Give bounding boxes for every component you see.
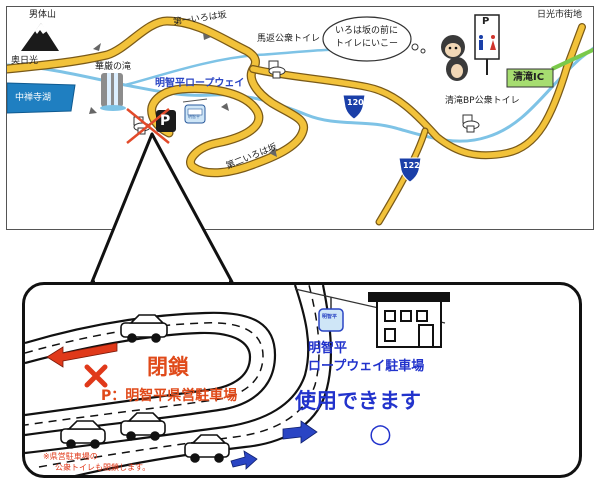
car-icon [120,412,166,441]
toilet-icon [462,114,480,133]
route-shield-icon [398,157,422,183]
ic-connector [551,47,593,71]
note-line2: 公衆トイレも閉鎖します。 [55,463,151,472]
available-circle-mark: ○ [369,419,392,449]
route-shield-icon [342,94,366,120]
arrow-icon [89,33,277,157]
ropeway-gondola-icon [182,98,208,124]
label-nikko-city: 日光市街地 [537,10,583,20]
restroom-sign-p: P [482,16,490,27]
route-120-prefix: 国道 [346,88,354,93]
label-kegon: 華厳の滝 [95,62,132,72]
waterfall-icon [100,73,126,111]
detail-drawing [25,285,450,475]
restroom-sign-icon [474,14,500,75]
lake-chuzenji [7,82,76,114]
ic-box [506,68,554,88]
label-akechidaira-ropeway: 明智平ロープウェイ [155,78,245,89]
car-icon [60,420,106,449]
closed-label: 閉鎖 [147,355,189,379]
label-umagaeshi-toilet: 馬返公衆トイレ [257,34,321,44]
mountain-icon [21,23,59,51]
closed-cross-icon [126,108,170,144]
arrow-icon [46,342,118,368]
speech-bubble [322,16,426,62]
label-nantaisan: 男体山 [29,10,57,20]
speech-line-1: いろは坂の前に [335,26,399,36]
overview-map: 男体山 奥日光 中禅寺湖 華厳の滝 第一いろは坂 第二いろは坂 馬返公衆トイレ … [6,6,594,230]
ropeway-station-icon [368,292,450,348]
parking-p-letter: P [160,113,171,129]
ropeway-parking-line1: 明智平 [308,341,348,356]
route-122-prefix: 国道 [402,151,410,156]
toilet-icon [268,60,286,79]
parking-detail: 明智平 閉鎖 P：明智平県営駐車場 明智平 ロープウェイ駐車場 使用できます ○… [22,282,582,478]
ropeway-icon-text: 明智平 [188,114,200,119]
car-icon [120,314,168,343]
closed-cross-icon [84,364,108,388]
label-okunikko: 奥日光 [11,56,39,66]
label-kiyotaki-ic: 清滝IC [513,72,545,83]
ropeway-parking-line2: ロープウェイ駐車場 [308,359,425,374]
gondola-text: 明智平 [322,314,338,320]
arrow-icon [230,450,258,470]
note-line1: ※県営駐車場の [43,452,98,461]
speech-line-2: トイレにいこー [335,39,399,49]
river [7,46,593,143]
ropeway-gondola-icon [318,297,344,332]
route-120-number: 120 [347,98,364,107]
closed-parking-label: P：明智平県営駐車場 [101,388,238,404]
route-122-number: 122 [403,161,420,170]
map-drawing [7,14,593,226]
label-kiyotaki-bp-toilet: 清滝BP公衆トイレ [445,96,520,106]
arrow-icon [282,420,318,444]
monkey-icon [441,35,468,81]
available-label: 使用できます [295,389,421,413]
label-chuzenjiko: 中禅寺湖 [15,93,52,103]
car-icon [184,434,230,463]
